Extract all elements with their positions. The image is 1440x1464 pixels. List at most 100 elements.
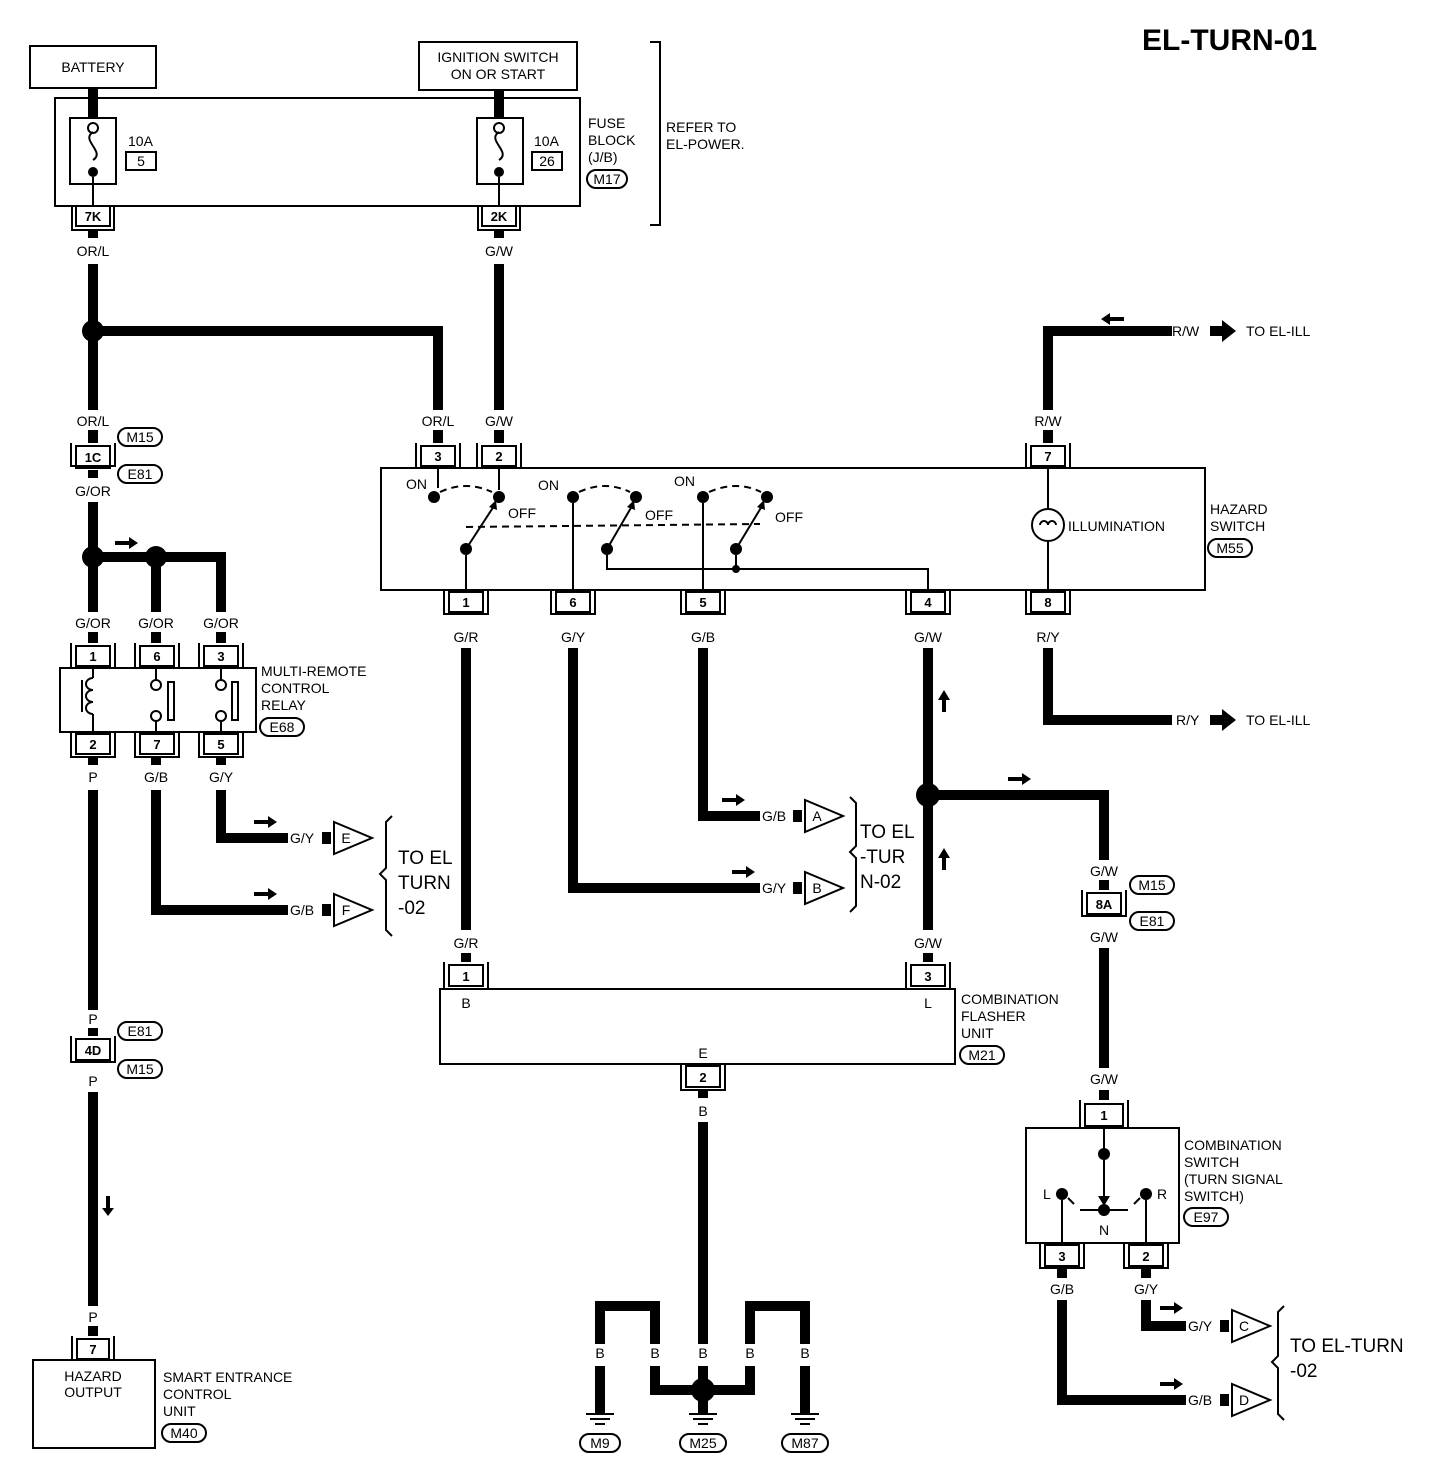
joint-4d-label: 4D xyxy=(85,1043,102,1058)
wire-g-y-switch: G/Y xyxy=(1134,1281,1159,1297)
wire-g-b-switch: G/B xyxy=(1050,1281,1074,1297)
current-arrow-left-icon xyxy=(1101,313,1124,325)
relay-label-2: CONTROL xyxy=(261,680,330,696)
flasher-terminal-l: L xyxy=(924,995,932,1011)
wire-g-b-relay: G/B xyxy=(144,769,168,785)
wire-g-or-relay-1: G/OR xyxy=(75,615,111,631)
hazard-label-1: HAZARD xyxy=(1210,501,1268,517)
to-el-turn-3-line2: -02 xyxy=(1290,1361,1317,1382)
turn-switch-pin-1: 1 xyxy=(1100,1108,1107,1123)
wire-g-b-to-a: G/B xyxy=(762,808,786,824)
wire-or-l-1c: OR/L xyxy=(77,413,110,429)
sec-pin-7: 7 xyxy=(89,1342,96,1357)
joint-4d-conn-bottom: M15 xyxy=(126,1061,153,1077)
joint-8a-conn-top: M15 xyxy=(1138,877,1165,893)
relay-pin-2: 2 xyxy=(89,737,96,752)
hazard-pin-6: 6 xyxy=(569,595,576,610)
wire-b-g4: B xyxy=(745,1345,754,1361)
wire-g-b-to-f: G/B xyxy=(290,902,314,918)
joint-1c-conn-top: M15 xyxy=(126,429,153,445)
hazard-pin-4: 4 xyxy=(924,595,932,610)
fuse-block-connector: M17 xyxy=(593,171,620,187)
wire-g-y-to-c: G/Y xyxy=(1188,1318,1213,1334)
current-arrow-up-icon-2 xyxy=(938,848,950,870)
hazard-on-3: ON xyxy=(674,473,695,489)
to-el-turn-1-line2: TURN xyxy=(398,873,451,894)
hazard-pin-1: 1 xyxy=(462,595,469,610)
flasher-label-3: UNIT xyxy=(961,1025,994,1041)
sec-label-2: CONTROL xyxy=(163,1386,232,1402)
ground-symbol-m9 xyxy=(586,1413,614,1425)
wire-r-w-ill: R/W xyxy=(1172,323,1200,339)
turn-switch-label-3: (TURN SIGNAL xyxy=(1184,1171,1283,1187)
wire-r-y-hazard: R/Y xyxy=(1036,629,1060,645)
wire-r-w-hazard: R/W xyxy=(1034,413,1062,429)
wire-p-4d-top: P xyxy=(88,1011,97,1027)
hazard-off-2: OFF xyxy=(645,507,673,523)
relay-connector: E68 xyxy=(270,719,295,735)
wire-p-sec: P xyxy=(88,1309,97,1325)
ignition-label-line2: ON OR START xyxy=(451,66,546,82)
wire-g-y-to-e: G/Y xyxy=(290,830,315,846)
turn-switch-label-2: SWITCH xyxy=(1184,1154,1239,1170)
offpage-connector-f xyxy=(333,892,375,928)
fuse-block-label-1: FUSE xyxy=(588,115,625,131)
current-arrow-down-icon xyxy=(102,1196,114,1216)
wire-g-w-8a-bottom: G/W xyxy=(1090,929,1119,945)
wire-r-y-ill: R/Y xyxy=(1176,712,1200,728)
relay-pin-5: 5 xyxy=(217,737,224,752)
smart-entrance-control-unit xyxy=(32,1336,156,1449)
to-el-turn-1-line3: -02 xyxy=(398,898,425,919)
hazard-pin-2: 2 xyxy=(495,449,502,464)
wire-p-4d-bottom: P xyxy=(88,1073,97,1089)
turn-switch-pin-3: 3 xyxy=(1058,1249,1065,1264)
wire-g-w-8a-top: G/W xyxy=(1090,863,1119,879)
fuse-left-number: 5 xyxy=(137,153,145,169)
multi-remote-control-relay xyxy=(59,643,257,758)
wire-g-w-hazard-4: G/W xyxy=(914,629,943,645)
hazard-illumination-label: ILLUMINATION xyxy=(1068,518,1165,534)
hazard-pin-5: 5 xyxy=(699,595,706,610)
fuse-block-label-2: BLOCK xyxy=(588,132,636,148)
joint-connector-4d xyxy=(70,1036,116,1063)
sec-label-1: SMART ENTRANCE xyxy=(163,1369,292,1385)
fuse-left-amp: 10A xyxy=(128,133,154,149)
wire-b-g3: B xyxy=(698,1345,707,1361)
hazard-pin-8: 8 xyxy=(1044,595,1051,610)
sec-hazard-output-1: HAZARD xyxy=(64,1368,122,1384)
ground-m87-label: M87 xyxy=(791,1435,818,1451)
joint-connector-8a xyxy=(1081,890,1127,917)
wire-g-w-top: G/W xyxy=(485,243,514,259)
wire-or-l-hazard: OR/L xyxy=(422,413,455,429)
sec-hazard-output-2: OUTPUT xyxy=(64,1384,122,1400)
joint-connector-1c xyxy=(70,443,116,469)
offpage-connector-a xyxy=(804,798,846,834)
wire-g-w-hazard: G/W xyxy=(485,413,514,429)
relay-pin-1: 1 xyxy=(89,649,96,664)
flasher-pin-2: 2 xyxy=(699,1070,706,1085)
wire-b-g1: B xyxy=(595,1345,604,1361)
wire-g-or-relay-3: G/OR xyxy=(203,615,239,631)
joint-1c-label: 1C xyxy=(85,450,102,465)
turn-switch-label-1: COMBINATION xyxy=(1184,1137,1282,1153)
turn-switch-n: N xyxy=(1099,1222,1109,1238)
turn-switch-pin-2: 2 xyxy=(1142,1249,1149,1264)
sec-connector: M40 xyxy=(170,1425,197,1441)
wire-g-or-1c: G/OR xyxy=(75,483,111,499)
combination-switch-turn-signal xyxy=(1025,1100,1180,1269)
hazard-label-2: SWITCH xyxy=(1210,518,1265,534)
offpage-connector-d xyxy=(1231,1382,1273,1418)
flasher-label-2: FLASHER xyxy=(961,1008,1026,1024)
refer-line2: EL-POWER. xyxy=(666,136,745,152)
combination-flasher-unit xyxy=(439,962,956,1091)
hazard-pin-7: 7 xyxy=(1044,449,1051,464)
battery-box xyxy=(29,45,157,89)
splice-ground xyxy=(691,1378,715,1402)
wire-g-y-to-b: G/Y xyxy=(762,880,787,896)
flasher-pin-1: 1 xyxy=(462,969,469,984)
current-arrow-up-icon xyxy=(938,690,950,712)
hazard-switch xyxy=(380,443,1206,615)
relay-label-3: RELAY xyxy=(261,697,307,713)
flasher-terminal-b: B xyxy=(461,995,470,1011)
to-el-turn-3-line1: TO EL-TURN xyxy=(1290,1336,1404,1357)
